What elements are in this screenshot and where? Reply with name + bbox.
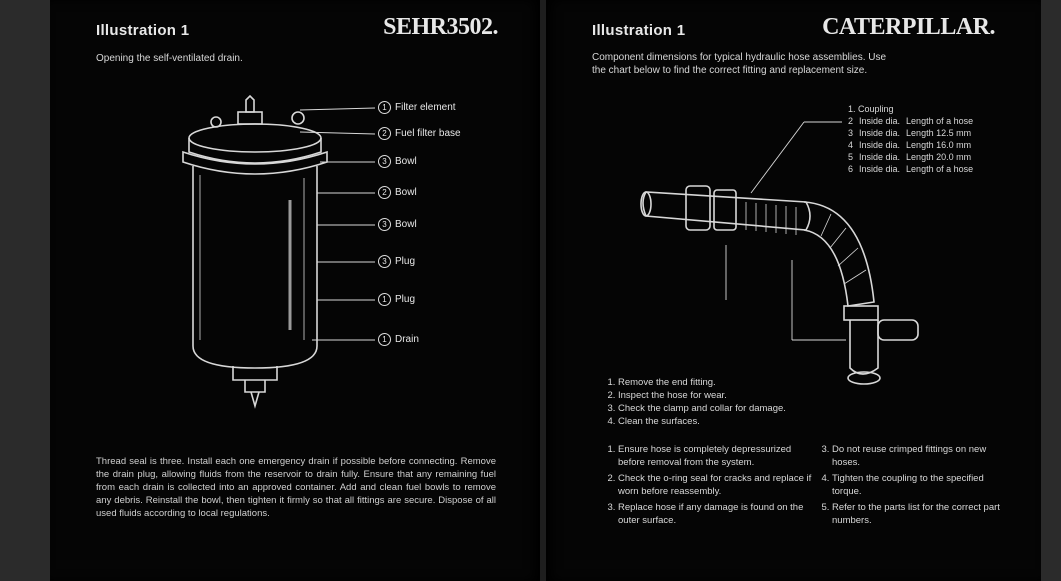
- hose-tail-end: [847, 371, 881, 385]
- book-gutter: [540, 0, 546, 581]
- hose-side-port: [877, 319, 919, 341]
- right-page: Illustration 1 CATERPILLAR. Component di…: [546, 0, 1041, 581]
- hose-assembly-illustration: [640, 121, 919, 385]
- drain-valve: [244, 380, 266, 393]
- left-page: Illustration 1 SEHR3502. Opening the sel…: [50, 0, 540, 581]
- notes-right-column: Do not reuse crimped fittings on new hos…: [818, 443, 1007, 530]
- notes-left-column: Ensure hose is completely depressurized …: [604, 443, 818, 530]
- hose-coupling: [685, 185, 711, 231]
- callout-plug-1: 3 Plug: [378, 255, 415, 268]
- callout-fuel-filter-base: 2 Fuel filter base: [378, 127, 461, 140]
- left-caption: Opening the self-ventilated drain.: [96, 53, 243, 64]
- callout-bowl-2: 2 Bowl: [378, 186, 417, 199]
- callout-bowl-1: 3 Bowl: [378, 155, 417, 168]
- hose-tail: [849, 320, 879, 375]
- part-legend: 1. Coupling 2 Inside dia. Length of a ho…: [848, 103, 973, 175]
- step-item: Check the clamp and collar for damage.: [618, 402, 858, 415]
- procedure-steps: Remove the end fitting. Inspect the hose…: [604, 376, 858, 428]
- filter-head: [188, 138, 322, 164]
- step-item: Remove the end fitting.: [618, 376, 858, 389]
- callout-bowl-3: 3 Bowl: [378, 218, 417, 231]
- callout-filter-element: 1 Filter element: [378, 101, 456, 114]
- fitting-nut: [237, 111, 263, 125]
- note-item: Check the o-ring seal for cracks and rep…: [618, 472, 818, 498]
- note-item: Tighten the coupling to the specified to…: [832, 472, 1007, 498]
- note-item: Replace hose if any damage is found on t…: [618, 501, 818, 527]
- callout-plug-2: 1 Plug: [378, 293, 415, 306]
- document-code: SEHR3502.: [383, 14, 498, 40]
- left-body-paragraph: Thread seal is three. Install each one e…: [96, 456, 496, 519]
- legend-row: 2 Inside dia. Length of a hose: [848, 116, 974, 126]
- left-page-title: Illustration 1: [96, 22, 190, 39]
- hose-end: [640, 191, 652, 217]
- drain-housing: [232, 366, 278, 381]
- fuel-fitting: [245, 94, 255, 113]
- note-item: Do not reuse crimped fittings on new hos…: [832, 443, 1007, 469]
- note-item: Ensure hose is completely depressurized …: [618, 443, 818, 469]
- right-intro: Component dimensions for typical hydraul…: [592, 52, 887, 76]
- legend-row: 5 Inside dia. Length 20.0 mm: [848, 152, 972, 162]
- brand-logo-text: CATERPILLAR.: [822, 14, 995, 40]
- hose-nut: [843, 305, 879, 321]
- bleed-screw: [291, 111, 305, 125]
- note-item: Refer to the parts list for the correct …: [832, 501, 1007, 527]
- legend-title: 1. Coupling: [848, 104, 894, 114]
- step-item: Inspect the hose for wear.: [618, 389, 858, 402]
- filter-bowl: [192, 166, 318, 369]
- right-page-title: Illustration 1: [592, 22, 686, 39]
- filter-head-top: [188, 123, 322, 153]
- legend-row: 4 Inside dia. Length 16.0 mm: [848, 140, 972, 150]
- fuel-filter-illustration: [182, 94, 376, 409]
- hose-bend: [803, 201, 875, 307]
- legend-row: 6 Inside dia. Length of a hose: [848, 164, 974, 174]
- legend-row: 3 Inside dia. Length 12.5 mm: [848, 128, 972, 138]
- step-item: Clean the surfaces.: [618, 415, 858, 428]
- hose-straight: [642, 191, 811, 231]
- hose-collar: [713, 189, 737, 231]
- callout-drain: 1 Drain: [378, 333, 419, 346]
